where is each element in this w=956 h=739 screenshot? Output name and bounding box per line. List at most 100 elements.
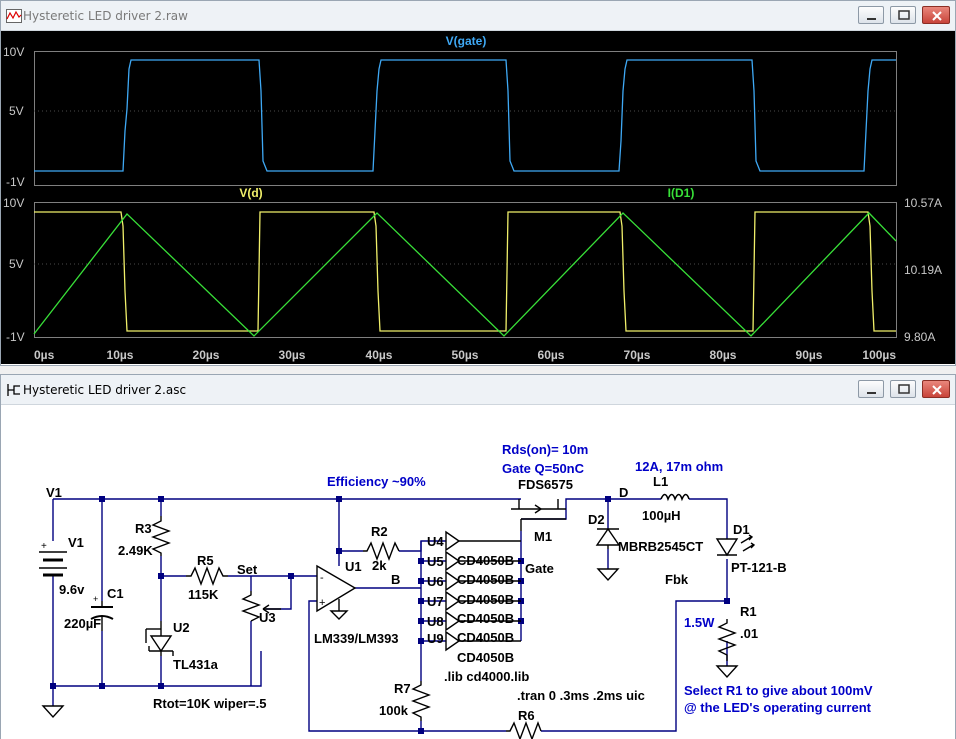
c1-name-label: C1 [107,586,124,601]
xtick-60: 60µs [538,348,565,362]
r2-name-label: R2 [371,524,388,539]
r7-value-label: 100k [379,703,409,718]
u3-potentiometer-symbol[interactable] [241,591,281,622]
xtick-20: 20µs [193,348,220,362]
waveform-titlebar[interactable]: Hysteretic LED driver 2.raw [1,1,955,31]
svg-text:+: + [93,594,98,604]
restore-icon [898,384,910,394]
u4-label: U4 [427,534,444,549]
waveform-window: Hysteretic LED driver 2.raw V(gate) 10V [0,0,956,366]
xtick-0: 0µs [34,348,55,362]
waveform-app-icon [6,9,22,23]
schematic-titlebar[interactable]: Hysteretic LED driver 2.asc [1,375,955,405]
r1-resistor-symbol[interactable] [717,619,737,661]
pane2-trace2-label[interactable]: I(D1) [668,186,695,200]
u6-label: U6 [427,574,444,589]
r3-resistor-symbol[interactable] [151,516,171,556]
waveform-window-title: Hysteretic LED driver 2.raw [23,9,188,23]
v1-source-symbol[interactable]: + [37,541,69,577]
buffer-part-label-2: CD4050B [457,572,514,587]
r7-name-label: R7 [394,681,411,696]
u9-label: U9 [427,631,444,646]
schematic-window-title: Hysteretic LED driver 2.asc [23,383,187,397]
xtick-100: 100µs [862,348,896,362]
tran-directive: .tran 0 .3ms .2ms uic [517,688,645,703]
minimize-icon [867,392,876,394]
minimize-icon [867,18,876,20]
rtot-note-label: Rtot=10K wiper=.5 [153,696,266,711]
pane2-rtick-top: 10.57A [904,196,942,210]
gate-net-label: Gate [525,561,554,576]
xtick-80: 80µs [710,348,737,362]
buffer-part-label-6: CD4050B [457,650,514,665]
d1-part-label: PT-121-B [731,560,787,575]
d1-led-symbol[interactable] [715,534,756,557]
x-axis-ticks: 0µs 10µs 20µs 30µs 40µs 50µs 60µs 70µs 8… [34,348,896,362]
r7-resistor-symbol[interactable] [411,681,431,721]
d2-name-label: D2 [588,512,605,527]
r2-resistor-symbol[interactable] [363,541,400,561]
d-net-label: D [619,485,628,500]
pane2-trace1-label[interactable]: V(d) [239,186,262,200]
xtick-40: 40µs [366,348,393,362]
r5-resistor-symbol[interactable] [186,566,228,586]
buffer-part-label-1: CD4050B [457,553,514,568]
rds-note: Rds(on)= 10m [502,442,588,457]
select-r1-note-1: Select R1 to give about 100mV [684,683,873,698]
waveform-close-button[interactable] [922,6,950,24]
buffer-array-symbol[interactable] [445,530,521,652]
d2-diode-symbol[interactable] [595,527,621,549]
u1-comparator-symbol[interactable]: - + [316,564,357,620]
u7-label: U7 [427,594,444,609]
u3-name-label: U3 [259,610,276,625]
schematic-app-icon [7,384,20,396]
l1-rating-note: 12A, 17m ohm [635,459,723,474]
pane2-rtick-bot: 9.80A [904,330,935,344]
schematic-minimize-button[interactable] [858,380,884,398]
l1-inductor-symbol[interactable] [660,493,690,502]
waveform-restore-button[interactable] [890,6,916,24]
m1-mosfet-symbol[interactable] [511,499,566,531]
ground-symbol-r1 [715,665,739,679]
pane2-frame [34,202,897,338]
trace-id1[interactable] [33,212,897,337]
r5-value-label: 115K [188,587,219,602]
b-net-label: B [391,572,400,587]
u5-label: U5 [427,554,444,569]
d1-name-label: D1 [733,522,750,537]
d2-part-label: MBRB2545CT [618,539,703,554]
l1-name-label: L1 [653,474,668,489]
c1-value-label: 220µF [64,616,101,631]
v1-name-label: V1 [68,535,84,550]
pane1-ytick-m1v: -1V [6,175,25,189]
xtick-10: 10µs [107,348,134,362]
c1-capacitor-symbol[interactable]: + [90,594,114,631]
ground-symbol-d2 [596,568,620,582]
m1-name-label: M1 [534,529,552,544]
u1-name-label: U1 [345,559,362,574]
pane1-trace-label[interactable]: V(gate) [446,34,487,48]
ground-symbol-v1 [41,705,65,719]
v1-net-label: V1 [46,485,62,500]
trace-vgate[interactable] [34,59,896,172]
waveform-plot-area[interactable]: V(gate) 10V 5V -1V V(d) I(D1) 10V 5V -1V… [1,31,955,364]
schematic-restore-button[interactable] [890,380,916,398]
schematic-canvas[interactable]: + + [1,405,955,739]
xtick-90: 90µs [796,348,823,362]
r6-resistor-symbol[interactable] [506,721,542,739]
svg-text:+: + [319,597,325,609]
close-icon [932,385,942,395]
schematic-close-button[interactable] [922,380,950,398]
r2-value-label: 2k [372,558,387,573]
u1-part-label: LM339/LM393 [314,631,399,646]
efficiency-note: Efficiency ~90% [327,474,426,489]
buffer-part-label-5: CD4050B [457,630,514,645]
restore-icon [898,10,910,20]
pane2-ytick-5v: 5V [9,257,24,271]
u2-shunt-regulator-symbol[interactable] [145,621,174,656]
r3-value-label: 2.49K [118,543,153,558]
r1-power-note: 1.5W [684,615,715,630]
waveform-minimize-button[interactable] [858,6,884,24]
trace-vd[interactable] [34,211,896,332]
m1-part-label: FDS6575 [518,477,573,492]
